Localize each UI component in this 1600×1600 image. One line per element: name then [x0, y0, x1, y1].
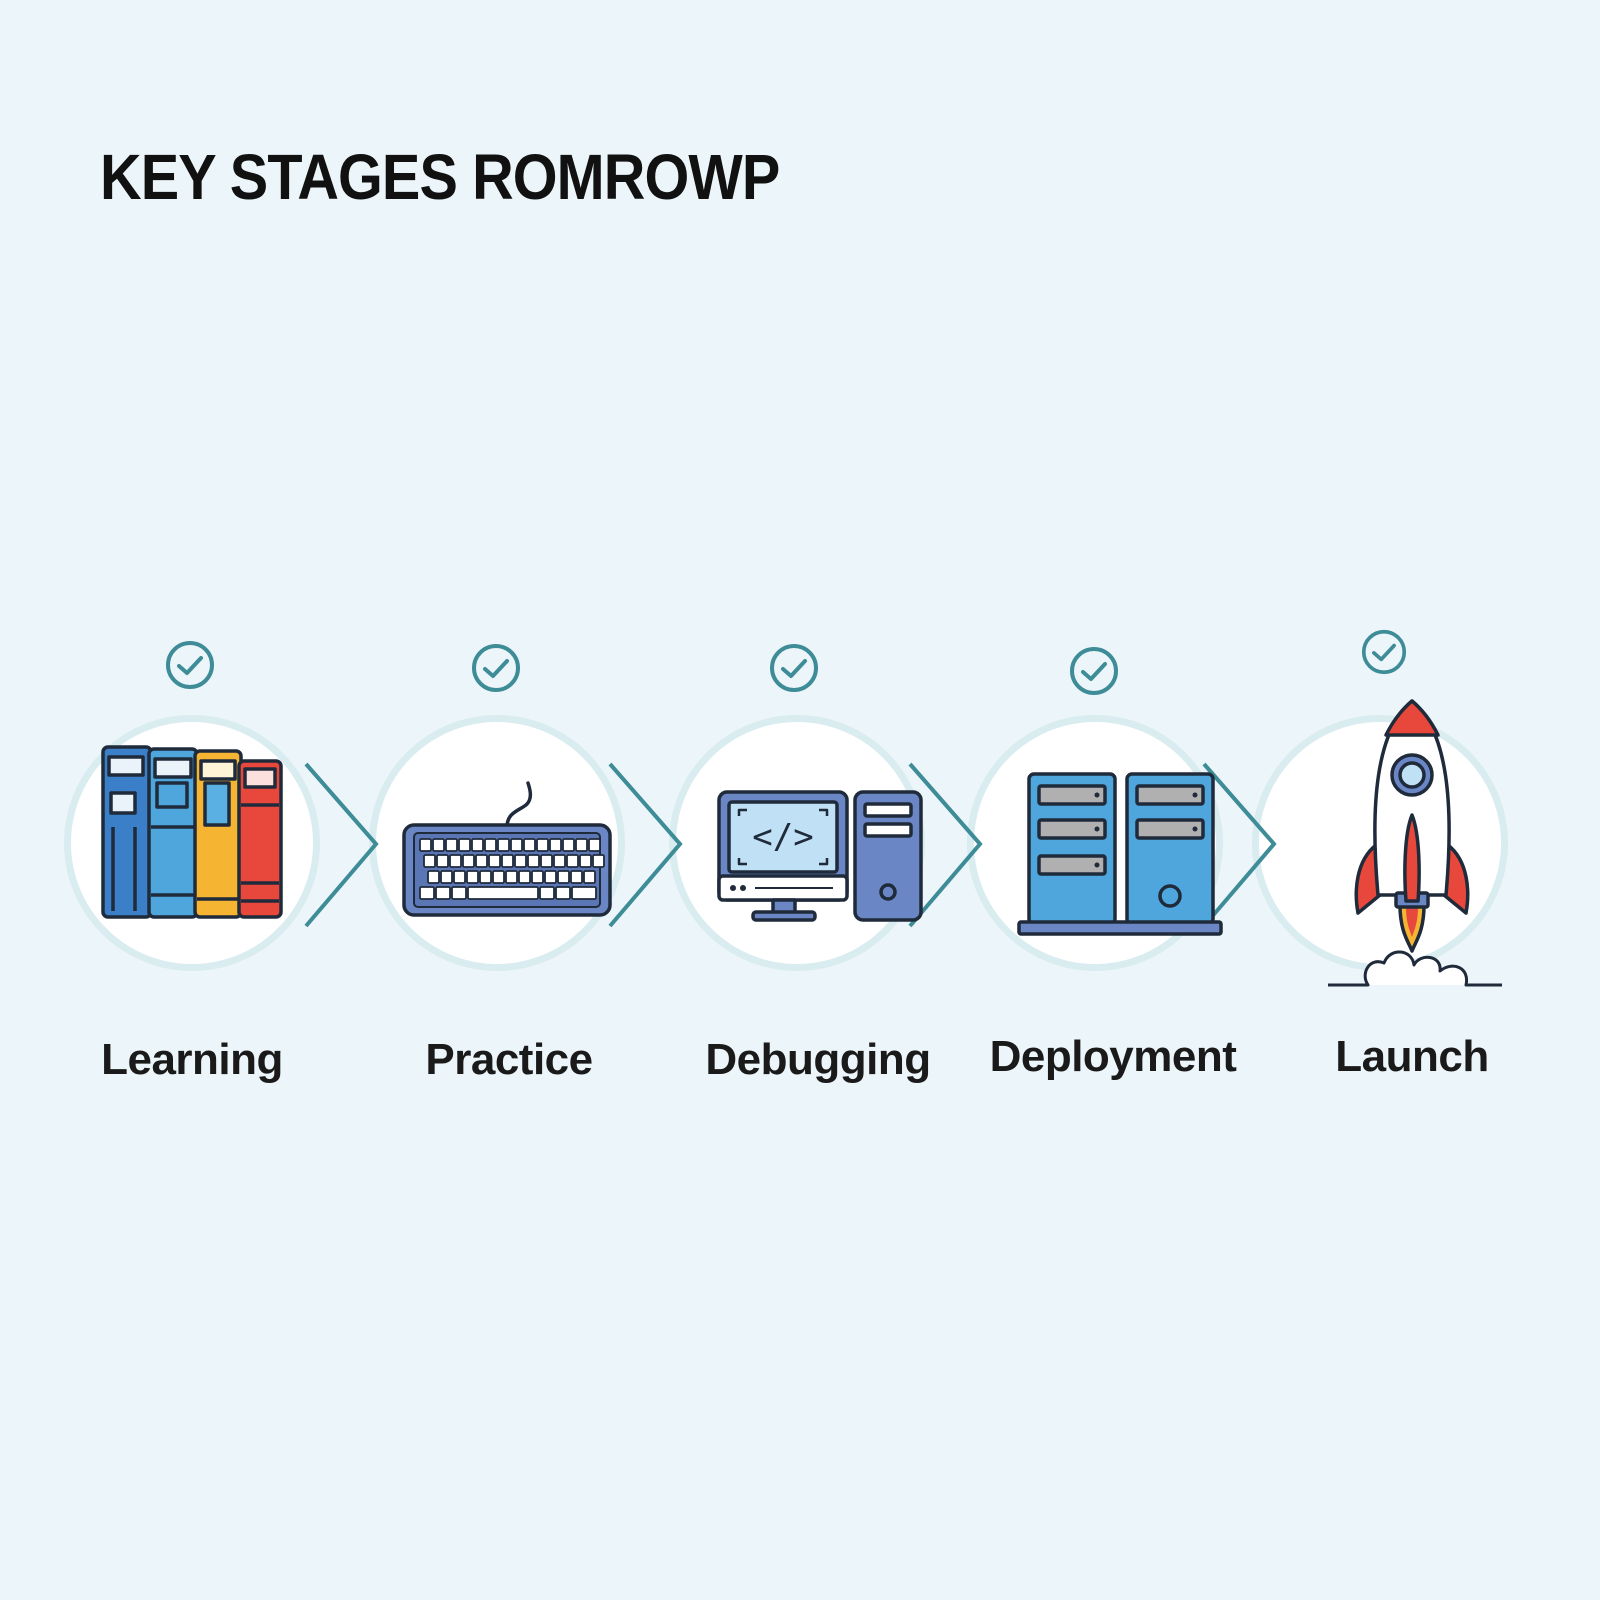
chevron-right-icon: [908, 762, 983, 928]
stage-label-launch: Launch: [1335, 1032, 1489, 1081]
chevron-right-icon: [304, 762, 379, 928]
rocket-icon: [1328, 699, 1502, 987]
stage-label-practice: Practice: [425, 1035, 593, 1084]
check-circle-icon: [472, 644, 520, 692]
chevron-right-icon: [608, 762, 683, 928]
books-icon: [101, 745, 283, 919]
keyboard-icon: [402, 781, 612, 917]
computer-code-icon: </>: [717, 790, 923, 922]
check-circle-icon: [166, 641, 214, 689]
page-title: KEY STAGES ROMROWP: [100, 141, 780, 213]
server-icon: [1017, 772, 1223, 936]
check-circle-icon: [770, 644, 818, 692]
check-circle-icon: [1361, 629, 1407, 675]
chevron-right-icon: [1202, 762, 1277, 928]
check-circle-icon: [1070, 647, 1118, 695]
stage-label-deployment: Deployment: [989, 1032, 1237, 1081]
stage-label-debugging: Debugging: [705, 1035, 931, 1084]
code-symbol: </>: [752, 817, 813, 857]
stage-label-learning: Learning: [101, 1035, 283, 1084]
